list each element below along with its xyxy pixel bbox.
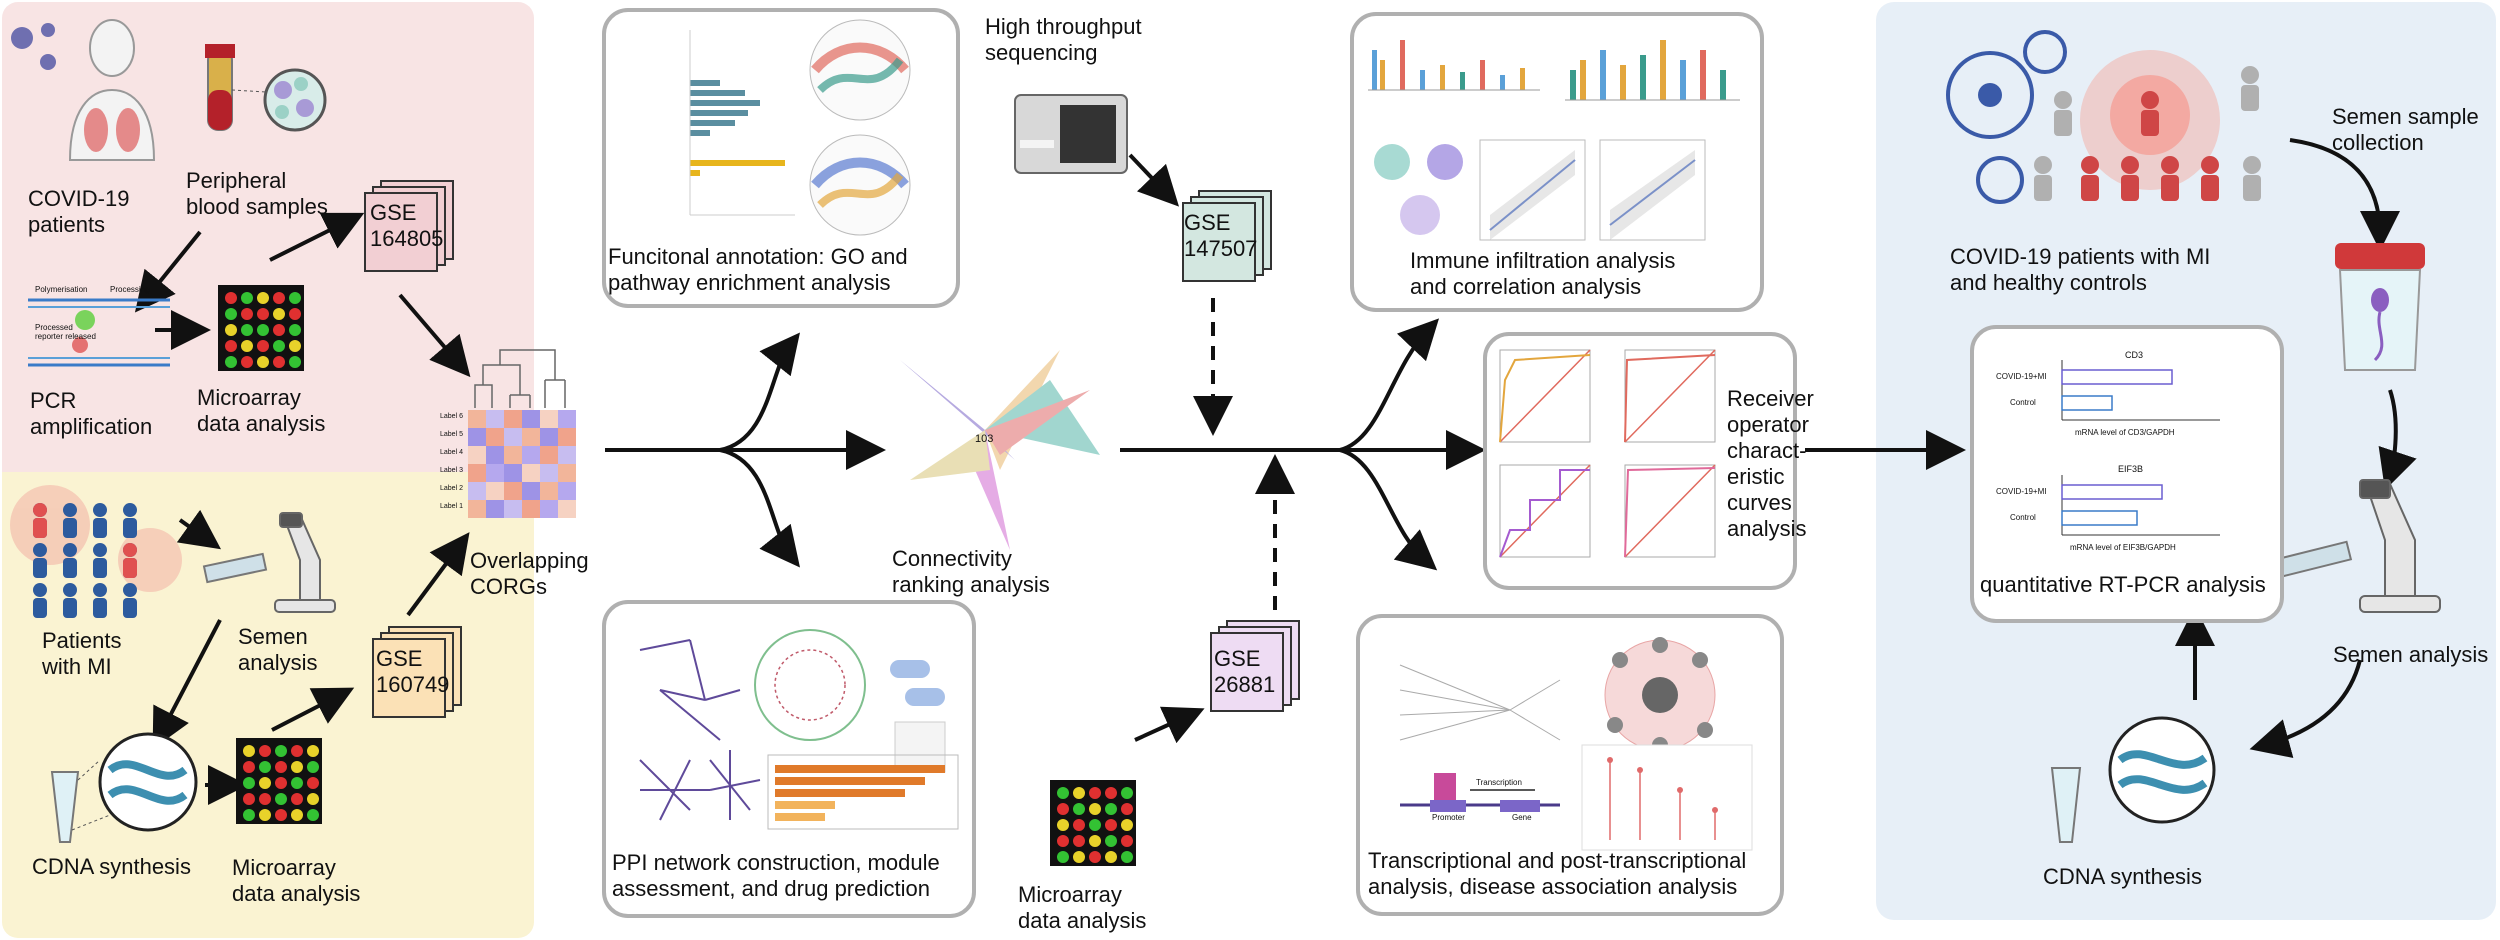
roc-caption: Receiver operator charact- eristic curve… [1727,386,1814,541]
qpcr-group-covid: COVID-19+MI [1996,487,2047,496]
cdna-label-b: CDNA synthesis [2043,864,2202,889]
heatmap-row-label: Label 4 [440,449,463,456]
transcription-tag: Transcription [1476,778,1522,787]
ppi-caption: PPI network construction, module assessm… [612,850,940,901]
qpcr-group-control: Control [2010,398,2036,407]
gse-147507-stack: GSE 147507 [1182,190,1272,282]
pcr-tag-polymerisation: Polymerisation [35,285,88,294]
patients-mi-label: Patients with MI [42,628,122,679]
covid-mi-label: COVID-19 patients with MI and healthy co… [1950,244,2211,295]
promoter-tag: Promoter [1432,813,1465,822]
gse-card-front [1182,202,1256,282]
blood-samples-label: Peripheral blood samples [186,168,328,219]
gse-26881-stack: GSE 26881 [1210,620,1300,712]
qpcr-caption: quantitative RT-PCR analysis [1980,572,2266,597]
immune-caption: Immune infiltration analysis and correla… [1410,248,1676,299]
semen-collection-label: Semen sample collection [2332,104,2479,155]
overlapping-corgs-label: Overlapping CORGs [470,548,589,599]
qpcr-group-control: Control [2010,513,2036,522]
gene-tag: Gene [1512,813,1532,822]
gse-164805-stack: GSE 164805 [364,180,454,272]
heatmap-row-label: Label 2 [440,485,463,492]
connectivity-label: Connectivity ranking analysis [892,546,1050,597]
gse-card-front [372,638,446,718]
semen-analysis-label-a: Semen analysis [238,624,318,675]
cdna-label-a: CDNA synthesis [32,854,191,879]
qpcr-xlabel-cd3: mRNA level of CD3/GAPDH [2075,428,2175,437]
gse-164805-label: GSE 164805 [370,200,444,251]
qpcr-group-covid: COVID-19+MI [1996,372,2047,381]
qpcr-xlabel-eif3b: mRNA level of EIF3B/GAPDH [2070,543,2176,552]
covid-patients-label: COVID-19 patients [28,186,130,237]
microarray-label-b: Microarray data analysis [232,855,361,906]
gse-26881-label: GSE 26881 [1214,646,1276,697]
semen-analysis-label-b: Semen analysis [2333,642,2489,667]
gse-card-front [1210,632,1284,712]
transcription-caption: Transcriptional and post-transcriptional… [1368,848,1747,899]
heatmap-row-label: Label 6 [440,413,463,420]
go-caption: Funcitonal annotation: GO and pathway en… [608,244,908,295]
pcr-tag-processing: Processing [110,285,150,294]
hts-label: High throughput sequencing [985,14,1142,65]
qpcr-chart-title-cd3: CD3 [2125,350,2144,360]
pcr-tag-reporter: Processed reporter released [35,323,96,341]
gse-160749-stack: GSE 160749 [372,626,462,718]
microarray-label-c: Microarray data analysis [1018,882,1147,933]
gse-147507-label: GSE 147507 [1184,210,1258,261]
gse-card-front [364,192,438,272]
microarray-label-a: Microarray data analysis [197,385,326,436]
gse-160749-label: GSE 160749 [376,646,450,697]
qpcr-chart-title-eif3b: EIF3B [2118,464,2144,474]
svg-text:103: 103 [975,433,993,445]
pcr-label: PCR amplification [30,388,153,439]
heatmap-row-label: Label 1 [440,503,463,510]
heatmap-row-label: Label 5 [440,431,463,438]
heatmap-row-label: Label 3 [440,467,463,474]
